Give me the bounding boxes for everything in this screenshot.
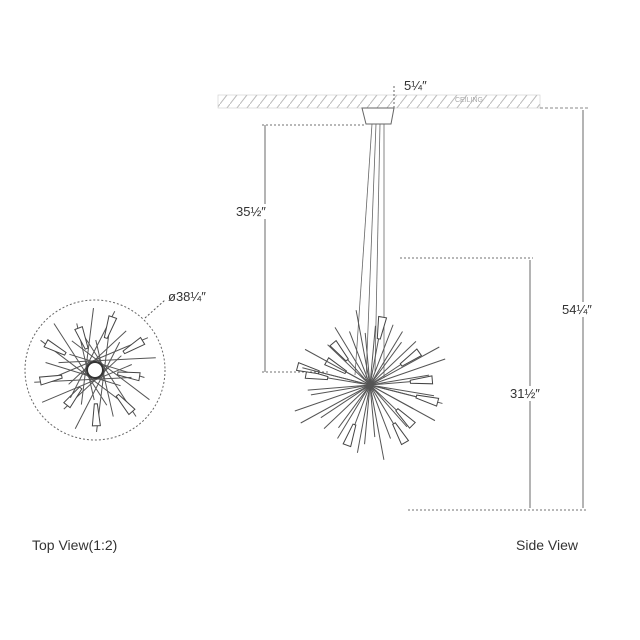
top-shade-icon (38, 374, 63, 386)
shade-icon (399, 348, 423, 367)
canopy-height-label: 5¼″ (404, 78, 427, 93)
top-arm (80, 307, 94, 405)
top-shade-icon (116, 371, 141, 382)
ceiling-label: CEILING (455, 97, 484, 104)
shade-icon (342, 423, 357, 448)
rod (354, 123, 373, 376)
suspension-rods (354, 123, 385, 381)
shade-icon (415, 394, 440, 407)
top-view (24, 299, 166, 441)
top-arm (41, 364, 132, 403)
top-view-caption: Top View(1:2) (32, 537, 118, 553)
top-arm (53, 323, 108, 406)
top-shade-icon (43, 339, 67, 356)
top-shade-icon (115, 393, 136, 416)
shade-icon (409, 375, 434, 385)
fixture-height-label: 31½″ (510, 386, 540, 401)
shade-icon (376, 315, 388, 340)
side-view-caption: Side View (516, 537, 579, 553)
top-arm (58, 357, 156, 364)
dimension-lines (262, 110, 586, 511)
top-shade-icon (122, 336, 146, 355)
top-arm (74, 341, 121, 429)
drop-height-label: 35½″ (236, 204, 266, 219)
shade-icon (395, 408, 417, 429)
top-arm (71, 340, 150, 401)
diameter-label: ø38¼″ (168, 289, 206, 304)
arm (323, 340, 417, 430)
top-arm (68, 330, 127, 385)
top-shade-icon (103, 315, 118, 340)
rod (374, 123, 381, 373)
top-shade-icon (91, 403, 101, 427)
top-shade-icon (63, 386, 83, 409)
canopy (361, 86, 395, 125)
shade-icon (329, 339, 349, 362)
overall-height-label: 54¼″ (562, 302, 592, 317)
ceiling (217, 94, 590, 109)
rod (365, 123, 377, 381)
side-view-arms (294, 310, 446, 460)
shade-icon (392, 422, 410, 446)
